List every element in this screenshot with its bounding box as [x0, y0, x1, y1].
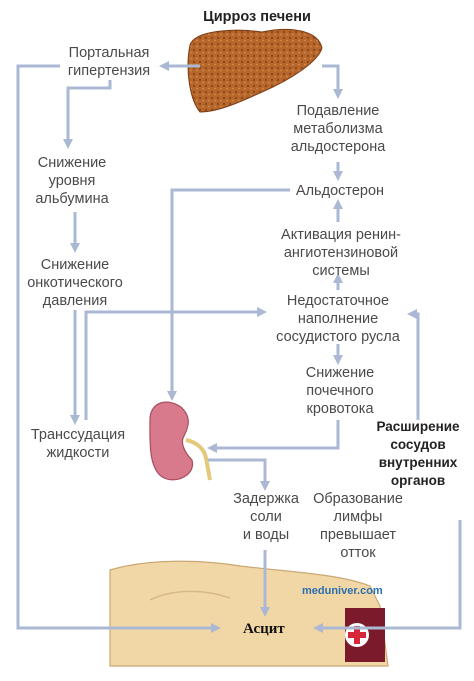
- node-retention: Задержка соли и воды: [233, 491, 299, 543]
- node-ascites: Асцит: [243, 621, 285, 637]
- diagram-title: Цирроз печени: [203, 9, 311, 25]
- node-vasodilation: Расширение сосудов внутренних органов: [376, 419, 460, 488]
- abdomen-illustration: [109, 560, 389, 667]
- node-lymph: Образование лимфы превышает отток: [313, 491, 403, 561]
- node-portal-hypertension: Портальная гипертензия: [67, 45, 151, 79]
- node-oncotic: Снижение онкотического давления: [27, 257, 123, 309]
- node-albumin: Снижение уровня альбумина: [35, 155, 109, 207]
- node-filling: Недостаточное наполнение сосудистого рус…: [276, 293, 400, 345]
- watermark-text: meduniver.com: [302, 585, 383, 597]
- node-aldosterone: Альдостерон: [295, 183, 385, 199]
- node-hepatic-flow: Снижение почечного кровотока: [305, 365, 375, 417]
- kidney-illustration: [149, 401, 212, 481]
- liver-illustration: [187, 28, 323, 113]
- node-renin: Активация ренин- ангиотензиновой системы: [281, 227, 401, 279]
- node-transudation: Транссудация жидкости: [30, 427, 126, 461]
- node-aldosterone-metabolism: Подавление метаболизма альдостерона: [290, 103, 386, 155]
- arrows: [16, 61, 462, 633]
- medical-logo-icon: [345, 608, 385, 662]
